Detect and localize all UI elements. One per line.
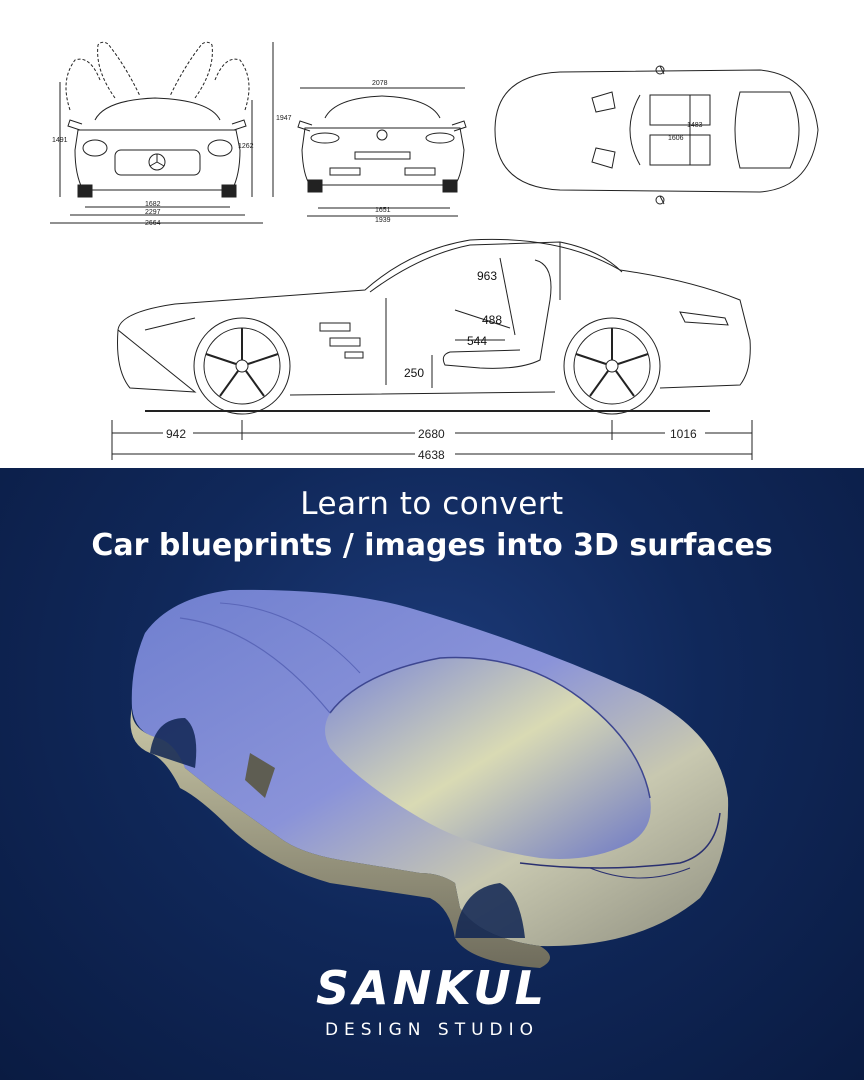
brand-subtitle: DESIGN STUDIO (324, 1020, 540, 1040)
top-view (494, 65, 819, 205)
top-interior-1: 1483 (687, 122, 703, 129)
side-sill-height: 250 (404, 366, 424, 380)
dim-rear-overhang: 1016 (670, 427, 697, 441)
front-view (50, 41, 274, 224)
headline-line2: Car blueprints / images into 3D surfaces (91, 528, 773, 563)
front-width-body: 2297 (145, 209, 161, 216)
side-view (111, 238, 753, 460)
dim-front-overhang: 942 (166, 427, 186, 441)
rear-width-top: 2078 (372, 80, 388, 87)
front-height-left: 1491 (52, 137, 68, 144)
headline-line1: Learn to convert (300, 486, 564, 522)
blueprint-panel: 1491 1947 1262 1682 2297 2664 (0, 0, 864, 468)
front-width-track: 1682 (145, 201, 161, 208)
side-seat-2: 544 (467, 334, 487, 348)
front-width-mirrors: 2664 (145, 220, 161, 227)
front-height-right: 1262 (238, 143, 254, 150)
car-3d-surface-render (130, 589, 729, 968)
blueprint-drawing: 1491 1947 1262 1682 2297 2664 (50, 41, 819, 462)
top-interior-2: 1606 (668, 135, 684, 142)
rear-width-track: 1651 (375, 207, 391, 214)
front-height-total: 1947 (276, 115, 292, 122)
promo-banner: Learn to convert Car blueprints / images… (0, 468, 864, 1080)
dim-wheelbase: 2680 (418, 427, 445, 441)
rear-width-body: 1939 (375, 217, 391, 224)
side-seat-height: 963 (477, 269, 497, 283)
side-seat-1: 488 (482, 313, 502, 327)
dim-overall-length: 4638 (418, 448, 445, 462)
rear-view (297, 87, 467, 217)
brand-logo: SANKUL (316, 961, 548, 1015)
